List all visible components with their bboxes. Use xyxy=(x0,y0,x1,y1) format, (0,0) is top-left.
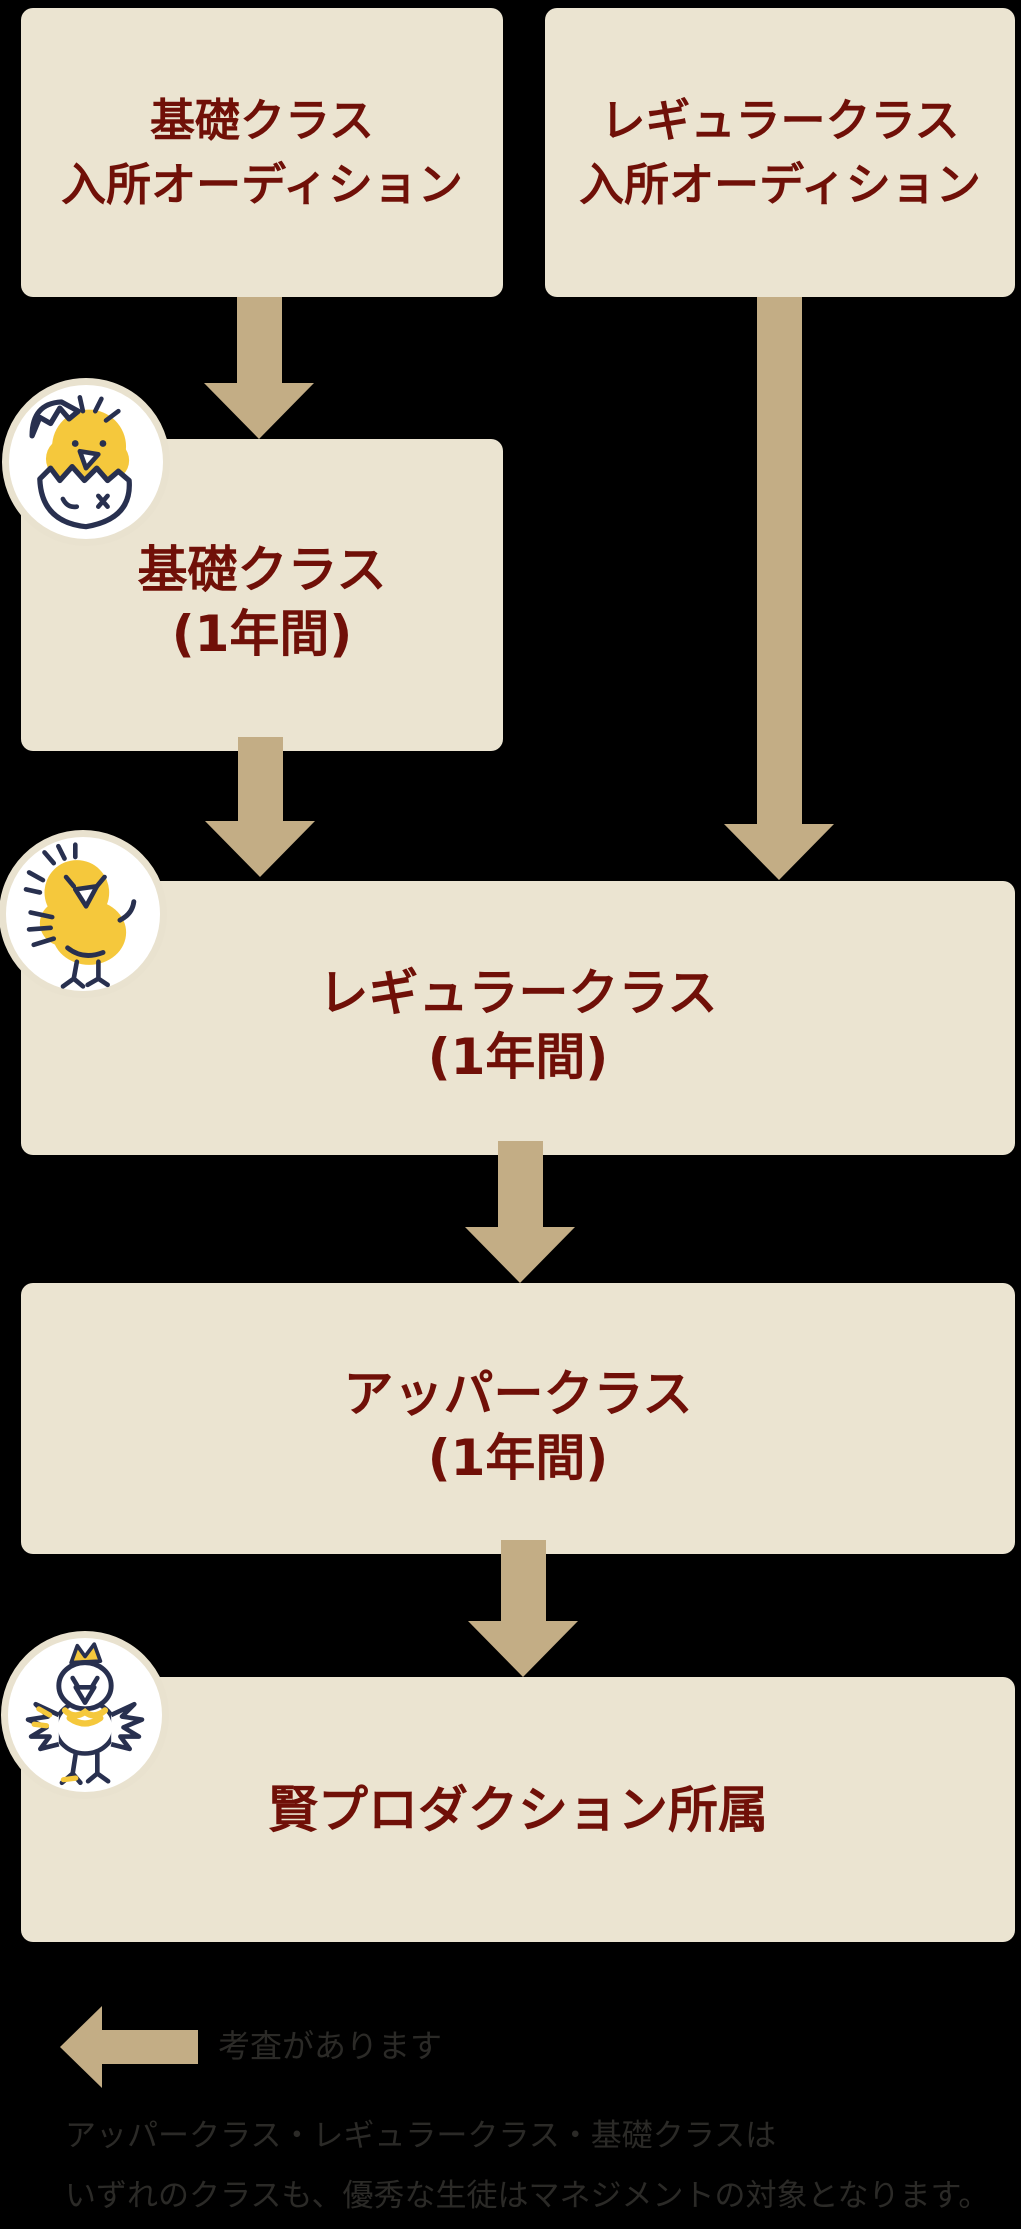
hatching-chick-drawing xyxy=(29,395,132,530)
box-regular-audition-line1: レギュラークラス xyxy=(600,93,960,147)
box-basic-audition: 基礎クラス 入所オーディション xyxy=(21,8,503,297)
legend-arrow-head xyxy=(60,2006,102,2088)
box-regular-audition: レギュラークラス 入所オーディション xyxy=(545,8,1015,297)
box-regular-audition-line2: 入所オーディション xyxy=(579,157,981,211)
footer-note-line1: アッパークラス・レギュラークラス・基礎クラスは xyxy=(65,2118,777,2154)
legend-label: 考査があります xyxy=(218,2027,443,2065)
arrow-basic-audition-to-basic-class xyxy=(204,297,315,439)
arrow-tail xyxy=(237,297,282,384)
hatching-chick-icon xyxy=(2,378,170,546)
chick-drawing xyxy=(23,842,137,989)
chick-icon xyxy=(0,830,167,998)
arrow-tail xyxy=(238,737,283,822)
arrow-upper-class-to-agency xyxy=(468,1540,579,1677)
crowned-chicken-icon xyxy=(1,1631,169,1799)
arrow-head xyxy=(465,1227,575,1283)
arrow-basic-class-to-regular-class xyxy=(205,737,316,877)
arrow-regular-audition-to-regular-class xyxy=(724,297,835,880)
arrow-head xyxy=(724,824,834,880)
box-basic-audition-line2: 入所オーディション xyxy=(61,157,463,211)
arrow-regular-class-to-upper-class xyxy=(465,1141,576,1283)
box-basic-class-line1: 基礎クラス xyxy=(137,541,387,599)
box-upper-class-line2: (1年間) xyxy=(427,1428,609,1487)
box-agency: 賢プロダクション所属 xyxy=(21,1677,1015,1942)
arrow-tail xyxy=(498,1141,543,1227)
box-upper-class: アッパークラス (1年間) xyxy=(21,1283,1015,1554)
arrow-tail xyxy=(501,1540,546,1621)
box-regular-class-line2: (1年間) xyxy=(427,1028,609,1086)
legend-arrow xyxy=(60,2006,198,2088)
box-upper-class-line1: アッパークラス xyxy=(343,1364,693,1423)
box-basic-class-line2: (1年間) xyxy=(171,605,353,663)
box-agency-line1: 賢プロダクション所属 xyxy=(268,1780,768,1839)
arrow-head xyxy=(468,1621,578,1677)
crowned-chicken-drawing xyxy=(25,1642,145,1786)
box-regular-class-line1: レギュラークラス xyxy=(318,964,718,1022)
box-regular-class: レギュラークラス (1年間) xyxy=(21,881,1015,1155)
legend-arrow-tail xyxy=(102,2030,198,2064)
arrow-tail xyxy=(757,297,802,825)
arrow-head xyxy=(205,821,315,877)
arrow-head xyxy=(204,383,314,439)
box-basic-audition-line1: 基礎クラス xyxy=(149,93,375,147)
footer-note-line2: いずれのクラスも、優秀な生徒はマネジメントの対象となります。 xyxy=(65,2178,990,2214)
